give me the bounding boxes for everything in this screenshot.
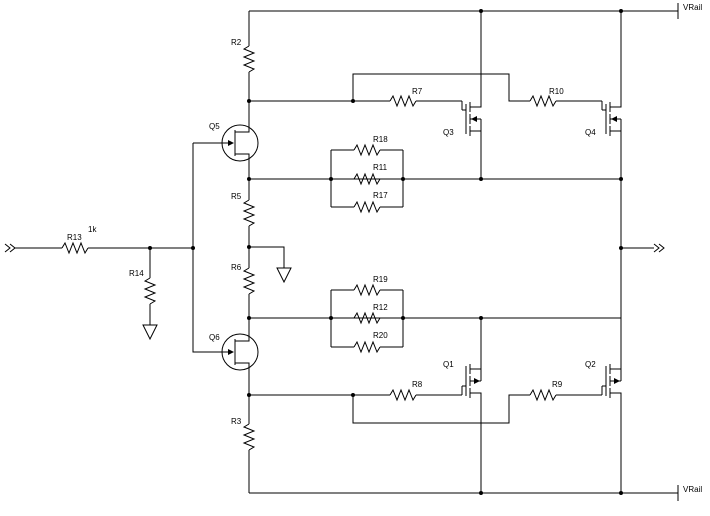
label-q1: Q1 — [443, 360, 454, 369]
label-r20: R20 — [373, 331, 388, 340]
resistor-r7 — [389, 94, 466, 111]
transistor-q4 — [605, 11, 622, 179]
resistor-r12 — [353, 311, 381, 325]
label-r6: R6 — [231, 263, 242, 272]
label-r7: R7 — [412, 87, 423, 96]
label-r11: R11 — [373, 163, 388, 172]
resistor-r14 — [142, 248, 158, 341]
resistor-r10 — [529, 94, 606, 111]
rail-label-bottom: VRail — [683, 485, 702, 494]
label-r13: R13 — [67, 233, 82, 242]
label-r3: R3 — [231, 417, 242, 426]
transistor-q6 — [192, 247, 259, 371]
resistor-r11 — [353, 172, 381, 186]
label-r12: R12 — [373, 303, 388, 312]
label-r19: R19 — [373, 275, 388, 284]
resistor-r18 — [331, 143, 403, 157]
resistor-r19 — [331, 283, 403, 297]
transistor-q1 — [465, 318, 482, 493]
input-port — [4, 243, 62, 253]
transistor-q3 — [465, 11, 482, 179]
label-r17: R17 — [373, 191, 388, 200]
ground-mid — [249, 246, 292, 284]
label-q3: Q3 — [443, 128, 454, 137]
label-q4: Q4 — [585, 128, 596, 137]
resistor-r13 — [61, 241, 193, 255]
transistor-q5 — [193, 124, 259, 162]
label-r9: R9 — [552, 380, 563, 389]
resistor-r6 — [242, 267, 256, 326]
transistor-q2 — [605, 318, 622, 493]
resistor-r17 — [331, 200, 403, 214]
bottom-rail-wire — [249, 485, 679, 501]
label-r14: R14 — [129, 269, 144, 278]
label-r10: R10 — [549, 87, 564, 96]
resistor-r9 — [529, 385, 606, 402]
junctions — [148, 9, 623, 495]
label-r5: R5 — [231, 192, 242, 201]
rail-label-top: VRail — [683, 3, 702, 12]
resistor-r5 — [242, 199, 256, 268]
top-rail-wire — [249, 3, 679, 19]
resistor-r3 — [242, 423, 256, 493]
label-q6: Q6 — [209, 333, 220, 342]
label-r18: R18 — [373, 135, 388, 144]
resistor-r8 — [389, 385, 466, 402]
label-r2: R2 — [231, 38, 242, 47]
output-port — [621, 243, 665, 253]
resistor-r20 — [331, 340, 403, 354]
resistor-r2 — [242, 11, 256, 101]
label-q2: Q2 — [585, 360, 596, 369]
wire-loop-r9 — [352, 394, 530, 424]
wire-loop-r10 — [352, 73, 530, 102]
label-r8: R8 — [412, 380, 423, 389]
label-r13-value: 1k — [88, 225, 97, 234]
label-q5: Q5 — [209, 122, 220, 131]
